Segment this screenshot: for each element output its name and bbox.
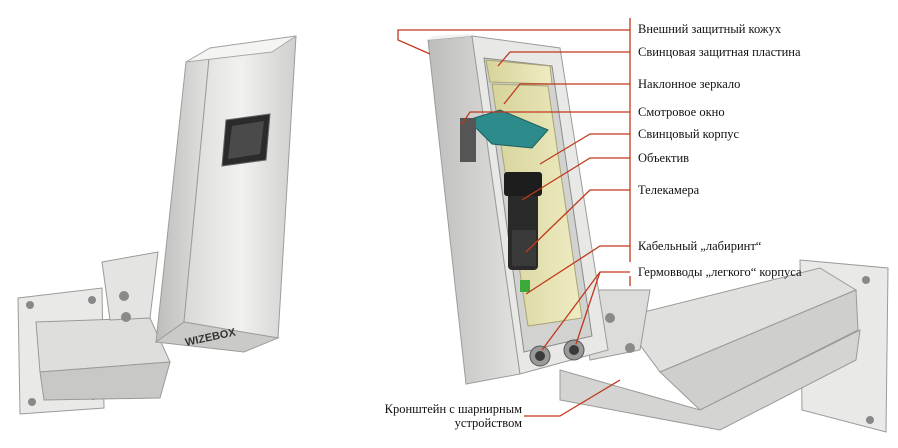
label-bracket: Кронштейн с шарнирным устройством [360,402,522,430]
left-camera-housing [17,35,297,415]
label-outer-casing: Внешний защитный кожух [638,22,782,36]
right-bracket [559,259,889,433]
label-camera: Телекамера [638,183,700,197]
label-lead-body: Свинцовый корпус [638,127,740,141]
outer-casing-body [427,34,609,385]
label-bracket-line2: устройством [454,416,522,430]
label-lead-plate: Свинцовая защитная пластина [638,45,801,59]
label-cable-glands: Гермовводы „легкого“ корпуса [638,265,802,279]
leader-lines [397,18,631,417]
label-lens: Объектив [638,151,690,165]
label-viewing-window: Смотровое окно [638,105,725,119]
label-bracket-line1: Кронштейн с шарнирным [384,402,522,416]
label-tilted-mirror: Наклонное зеркало [638,77,741,91]
label-cable-labyrinth: Кабельный „лабиринт“ [638,239,762,253]
